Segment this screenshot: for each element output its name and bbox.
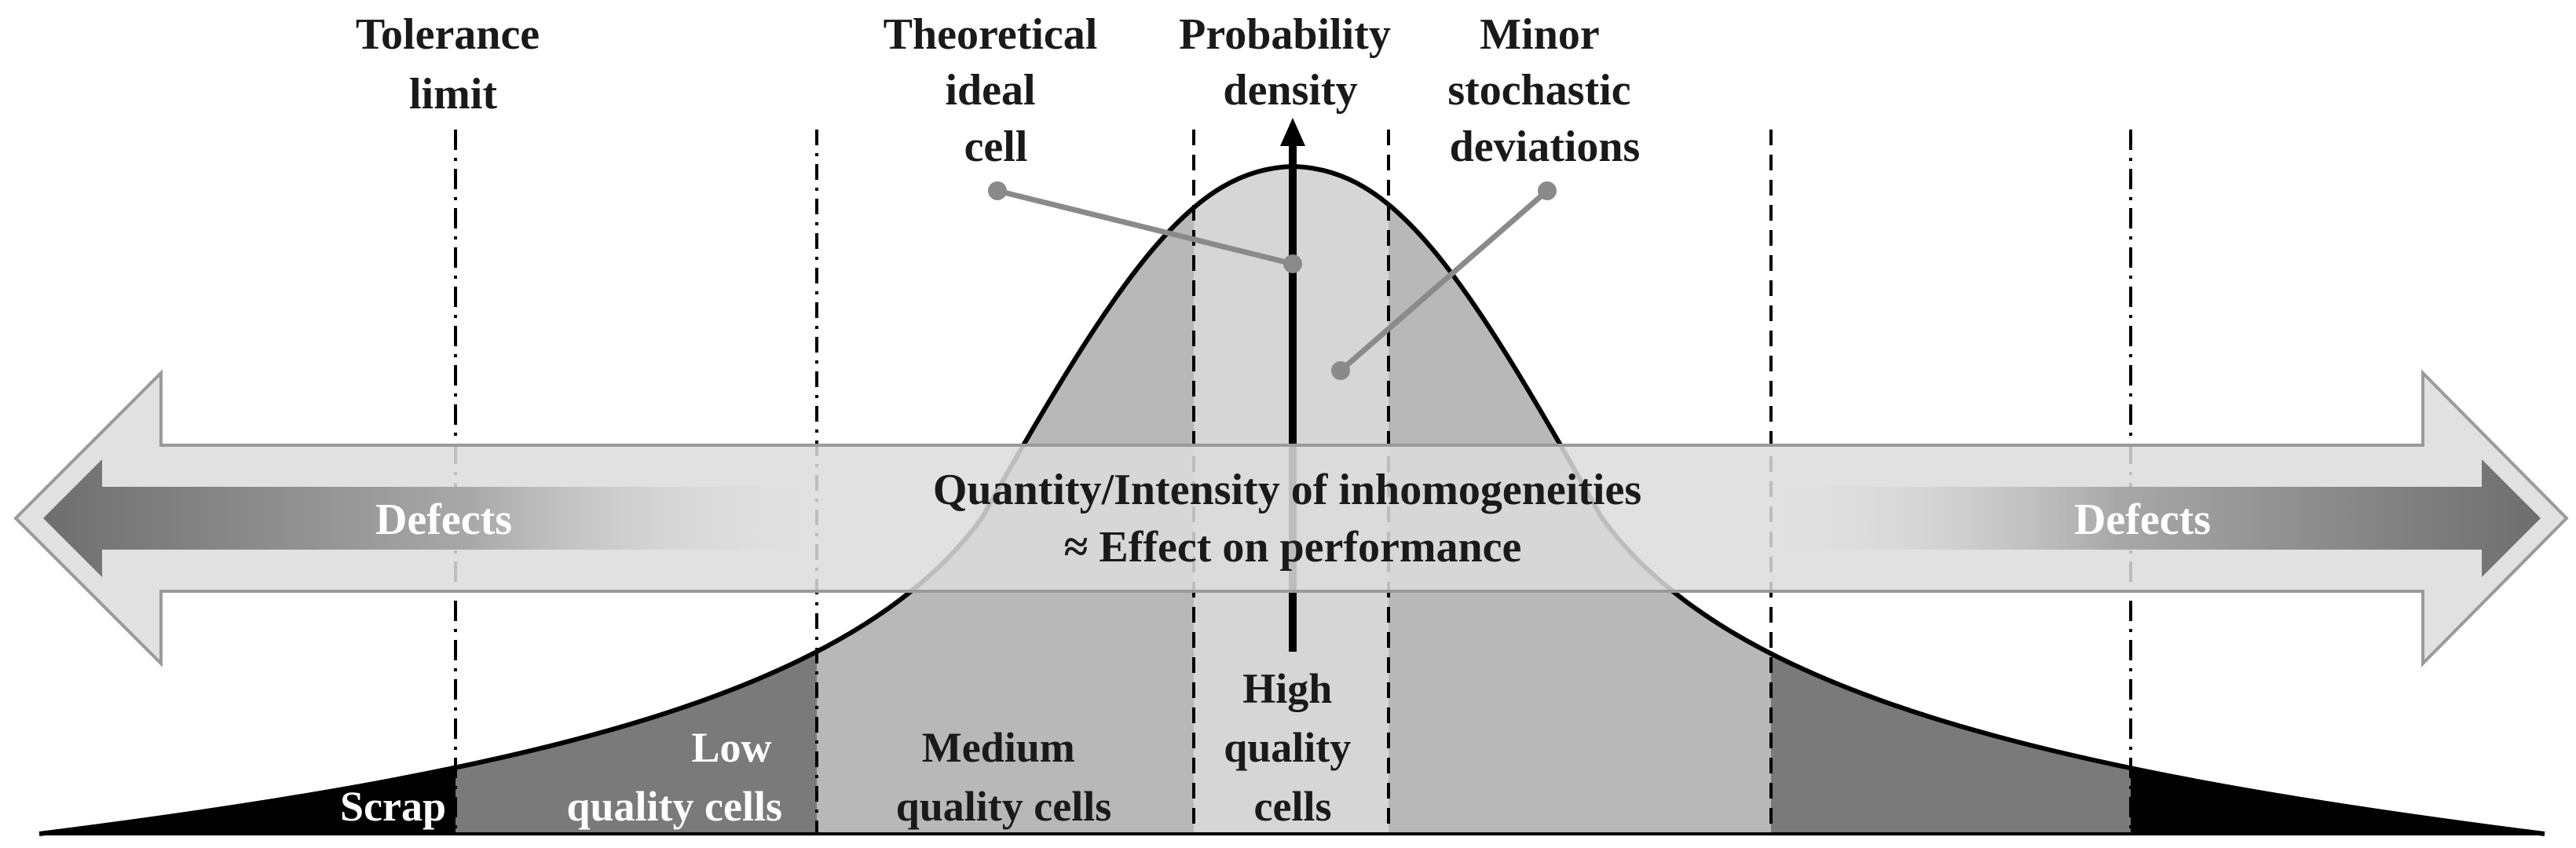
probability-density-label: Probability density [1179,10,1402,115]
low-quality-zone-right [1771,166,2131,834]
scrap-label: Scrap [340,783,446,830]
minor-stochastic-deviations-label: Minor stochastic deviations [1447,10,1641,171]
theoretical-ideal-cell-label: Theoretical ideal cell [884,10,1109,171]
defects-label-left: Defects [375,495,512,544]
defects-label-right: Defects [2074,495,2211,544]
pointer-ideal-cell [988,181,1302,273]
defects-arrow-left [43,459,817,577]
tolerance-limit-label: Tolerance limit [356,10,551,119]
double-arrow [13,369,2569,667]
low-quality-cells-label: Low quality cells [566,724,782,830]
scrap-zone-right [2131,166,2545,834]
arrow-title: Quantity/Intensity of inhomogeneities ≈ … [933,466,1652,572]
medium-quality-cells-label: Medium quality cells [896,724,1112,830]
high-quality-cells-label: High quality cells [1224,665,1362,830]
defects-arrow-right [1771,459,2541,577]
axis-arrowhead [1280,118,1305,146]
pointer-stochastic-deviations [1331,181,1557,380]
scrap-zone-left [39,166,456,834]
